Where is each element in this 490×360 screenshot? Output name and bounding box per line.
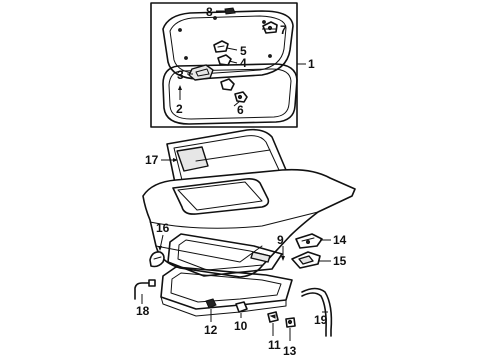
dome-lamp-3-lens: [195, 68, 210, 77]
callout-7: 7: [280, 23, 287, 37]
callout-12: 12: [204, 323, 218, 337]
leader-9-arrow: [281, 256, 285, 261]
inset-box: [150, 2, 298, 128]
callout-18: 18: [136, 304, 150, 318]
panel-hole: [262, 20, 266, 24]
leader-16-arrow: [158, 246, 162, 251]
weatherstrip-19-inner: [301, 292, 327, 337]
callout-13: 13: [283, 344, 297, 358]
leader-2-arrow: [178, 85, 182, 90]
bracket-14-hole: [306, 240, 310, 244]
part-19: [301, 287, 333, 337]
callout-15: 15: [333, 254, 347, 268]
coat-hook-4: [217, 54, 232, 66]
callout-1: 1: [308, 57, 315, 71]
drain-hose-18: [134, 282, 152, 300]
clip-11-detail: [269, 314, 276, 319]
drain-hose-18-end: [148, 279, 156, 287]
callout-5: 5: [240, 44, 247, 58]
callout-9: 9: [277, 233, 284, 247]
inset-frame: [150, 2, 298, 128]
tab-10: [235, 301, 248, 313]
leader-6: [233, 100, 241, 107]
leader-5: [226, 47, 238, 51]
callout-14: 14: [333, 233, 347, 247]
frame-upper: [167, 233, 283, 277]
coat-hook-5-detail: [217, 45, 225, 48]
sunroof-housing: [160, 233, 293, 317]
side-rail: [250, 251, 271, 263]
part-15: [291, 251, 321, 269]
clip-8: [224, 7, 236, 15]
glass-underside-line: [195, 149, 271, 162]
bracket-12: [205, 298, 217, 309]
roof-opening-flange: [177, 181, 263, 211]
bracket-6-hole: [237, 94, 243, 100]
bracket-15-detail: [298, 255, 314, 265]
frame-lower-bottom: [160, 296, 287, 317]
roof-shell: [142, 168, 356, 278]
callout-16: 16: [156, 221, 170, 235]
glass-panel-17-seal: [176, 146, 209, 172]
callout-8: 8: [206, 5, 213, 19]
callout-labels: 1 2 3 4 5 6 7 8 9 10 11 12 13 14 15 16 1…: [136, 5, 347, 358]
roof-crease: [149, 211, 319, 229]
callout-19: 19: [314, 313, 328, 327]
weatherstrip-19-outer: [301, 287, 333, 337]
callout-6: 6: [237, 103, 244, 117]
panel-hole: [213, 16, 217, 20]
molding-outer: [162, 63, 298, 125]
callout-3: 3: [177, 68, 184, 82]
callout-2: 2: [176, 102, 183, 116]
part-18: [134, 279, 156, 300]
part-16: [149, 251, 165, 268]
part-14: [295, 233, 323, 249]
panel-hole: [268, 54, 272, 58]
roof-edge: [155, 245, 263, 263]
frame-lower-inner: [170, 272, 282, 303]
molding-inner: [168, 68, 292, 120]
bracket-14-detail: [301, 237, 315, 242]
leader-4: [228, 60, 238, 64]
bracket-6a: [220, 78, 235, 91]
leader-17-arrow: [173, 158, 178, 162]
callout-17: 17: [145, 153, 159, 167]
callout-11: 11: [268, 338, 281, 352]
panel-hole: [178, 28, 182, 32]
callout-4: 4: [240, 56, 247, 70]
knob-16: [149, 251, 165, 268]
headliner-panel-inner-edge: [169, 15, 287, 75]
panel-hole: [184, 56, 188, 60]
knob-16-detail: [153, 256, 162, 260]
callout-10: 10: [234, 319, 248, 333]
screw-13-hole: [287, 319, 293, 325]
